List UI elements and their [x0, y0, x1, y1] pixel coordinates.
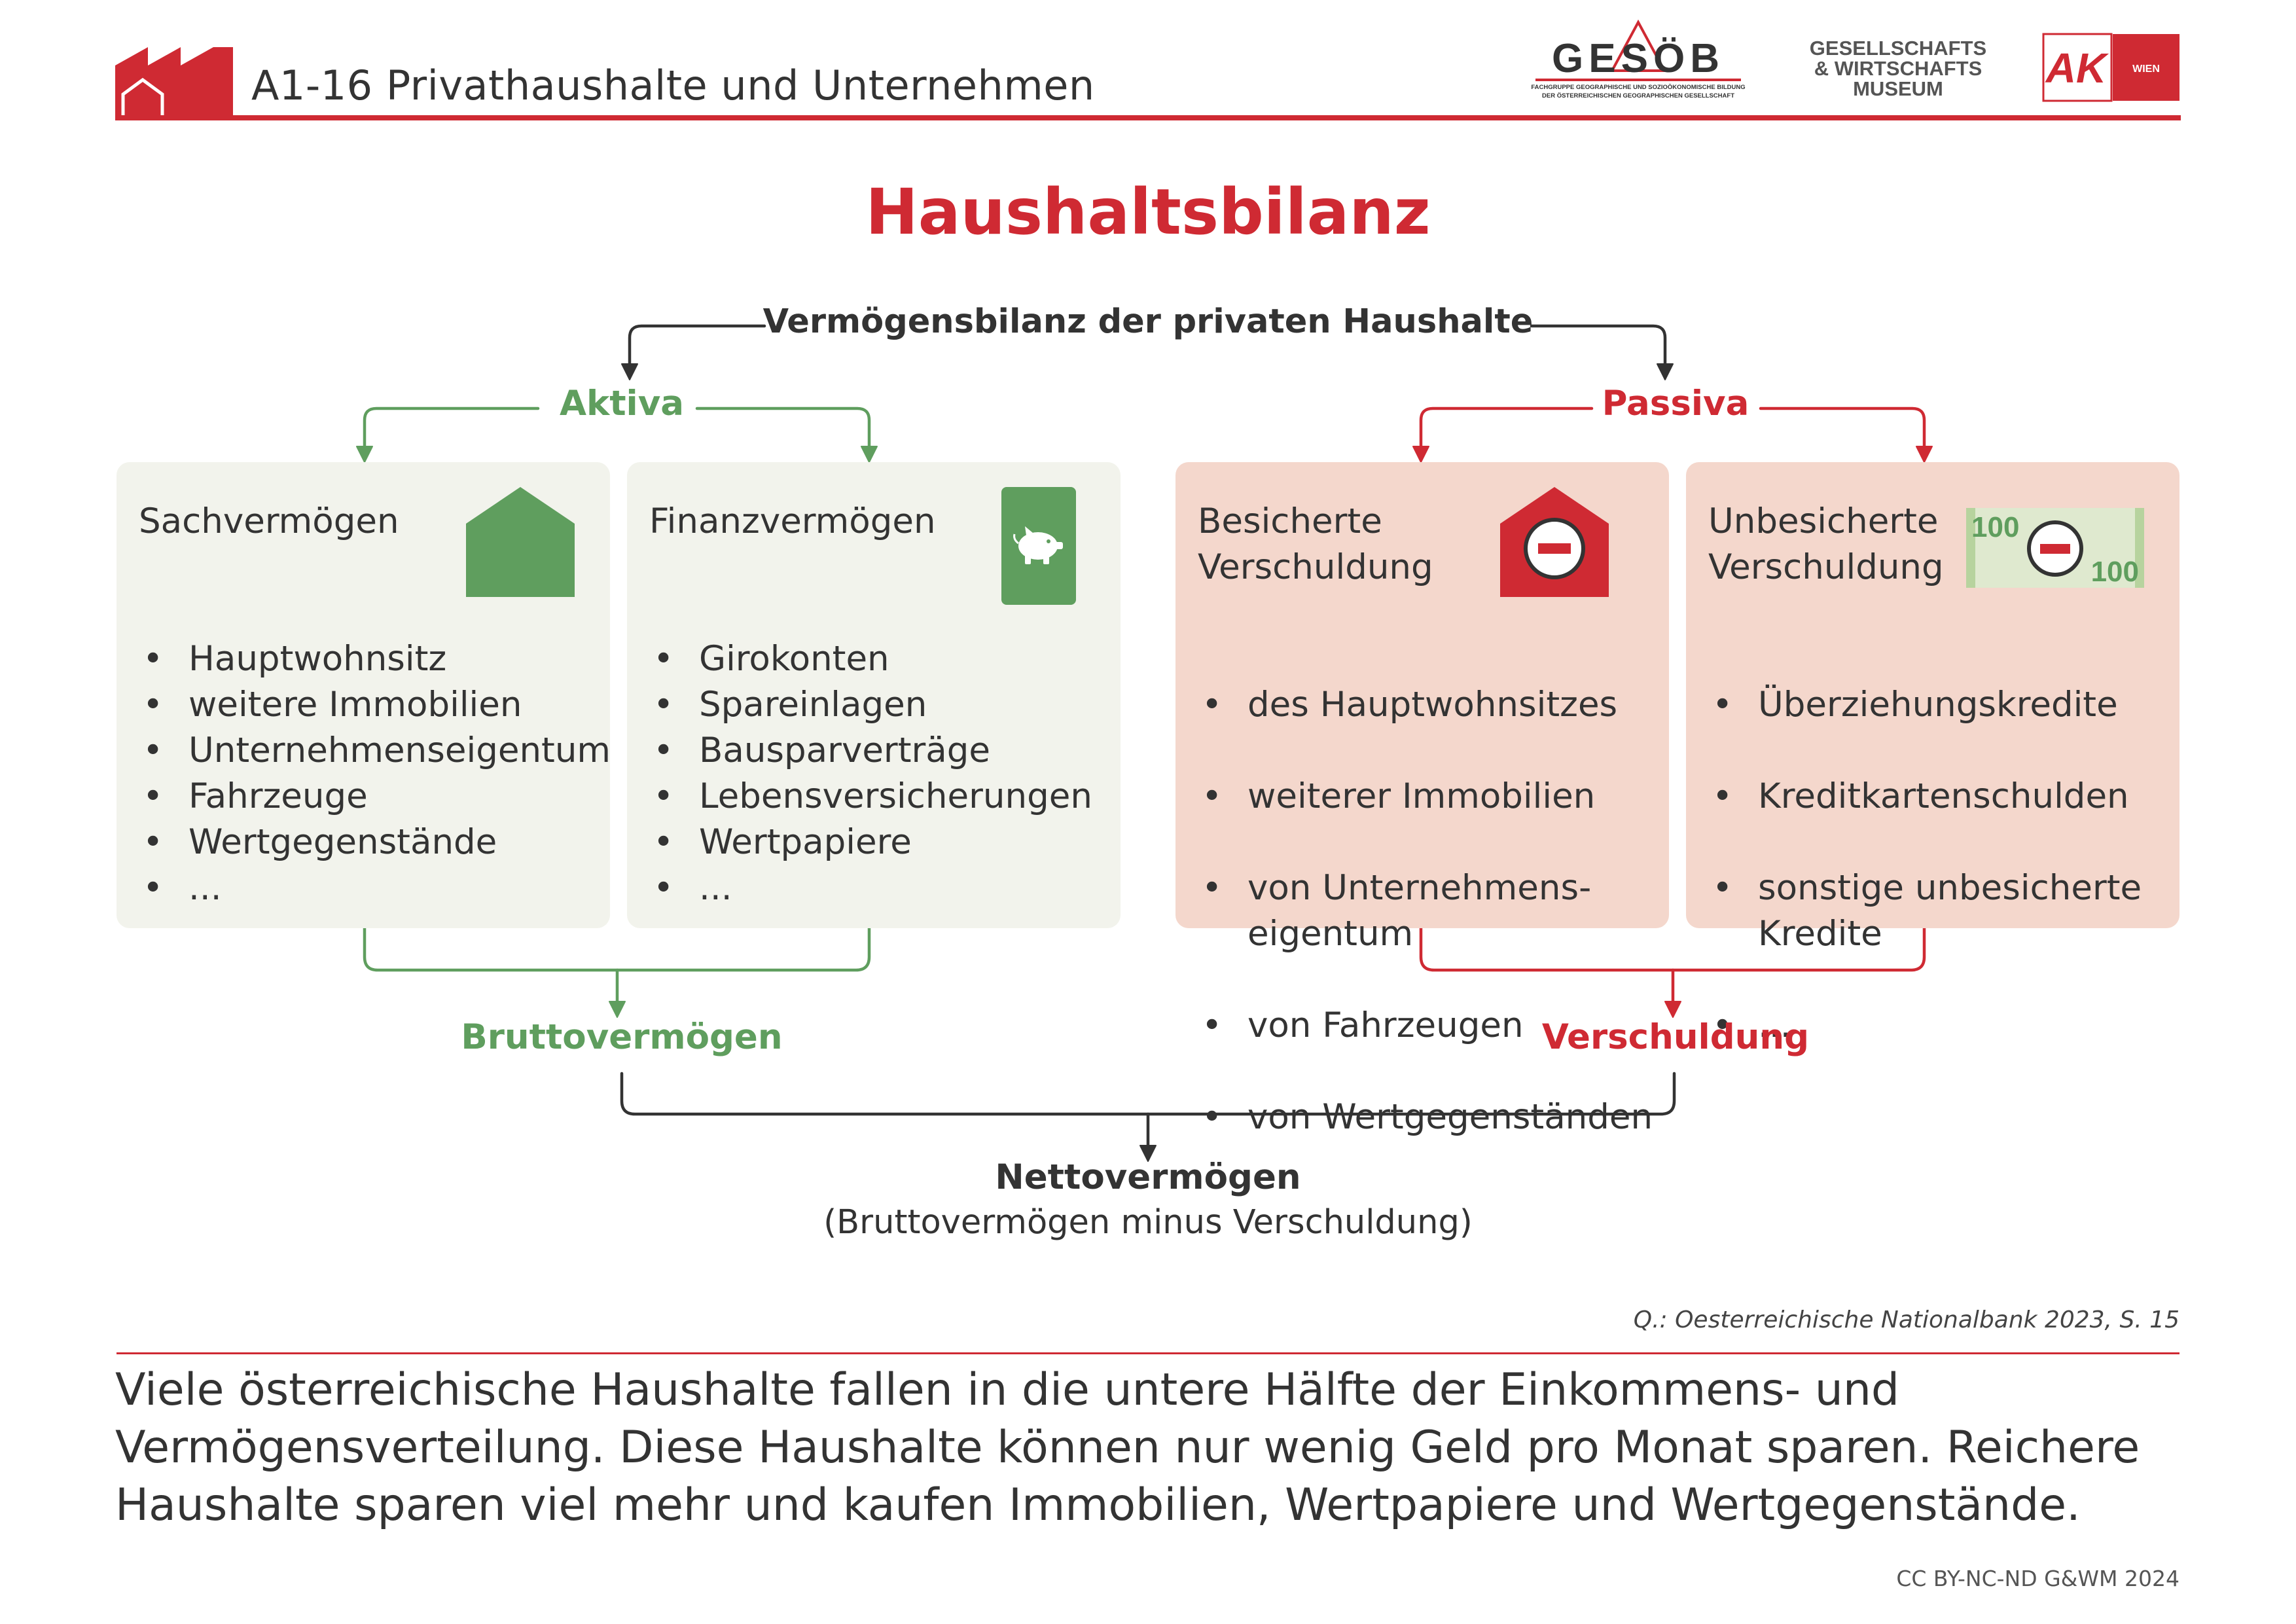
list-item: sonstige unbesicherte Kredite: [1708, 865, 2142, 957]
list-item: Spareinlagen: [649, 682, 1092, 728]
passiva-label: Passiva: [1602, 384, 1749, 424]
verschuldung-label: Verschuldung: [1541, 1017, 1810, 1057]
ak-logo-wien: WIEN: [2132, 63, 2160, 75]
arrowhead-netto: [1139, 1145, 1157, 1162]
footer-rule: [117, 1352, 2179, 1354]
connector-aktiva-right: [695, 406, 871, 454]
gesoeb-logo: GESÖB FACHGRUPPE GEOGRAPHISCHE UND SOZIO…: [1531, 20, 1746, 99]
gwm-logo-line-1: GESELLSCHAFTS: [1809, 37, 1987, 60]
arrowhead-brutto: [609, 1001, 626, 1018]
connector-top-right: [1530, 324, 1667, 372]
list-item: Lebensversicherungen: [649, 774, 1092, 820]
list-item: Bausparverträge: [649, 728, 1092, 774]
arrowhead-top-right: [1657, 363, 1674, 380]
connector-aktiva-left: [363, 406, 540, 454]
card-title: Finanzvermögen: [649, 501, 936, 541]
piggy-bank-icon: [1001, 487, 1076, 605]
arrowhead-aktiva-left: [356, 446, 373, 463]
card-besicherte-verschuldung: Besicherte Verschuldung des Hauptwohnsit…: [1175, 462, 1669, 1140]
list-item: Hauptwohnsitz: [139, 636, 611, 682]
house-minus-icon: [1500, 487, 1609, 597]
list-item: des Hauptwohnsitzes: [1198, 682, 1653, 728]
card-unbesicherte-verschuldung: Unbesicherte Verschuldung 100 100 Überzi…: [1686, 462, 2179, 1049]
arrowhead-aktiva-right: [861, 446, 878, 463]
source-citation: Q.: Oesterreichische Nationalbank 2023, …: [1633, 1307, 2179, 1333]
arrowhead-verschuldung: [1664, 1001, 1681, 1018]
card-list: Hauptwohnsitz weitere Immobilien Unterne…: [139, 636, 611, 911]
gwm-logo: GESELLSCHAFTS & WIRTSCHAFTS MUSEUM: [1793, 38, 2003, 99]
factory-icon: [115, 47, 233, 120]
card-finanzvermoegen: Finanzvermögen Girokonten Spareinlagen B…: [627, 462, 1121, 928]
gesoeb-logo-text: GESÖB: [1552, 36, 1725, 81]
card-title: Sachvermögen: [139, 501, 399, 541]
gesoeb-logo-subtitle-2: DER ÖSTERREICHISCHEN GEOGRAPHISCHEN GESE…: [1542, 92, 1734, 99]
card-title: Unbesicherte Verschuldung: [1708, 501, 1944, 587]
list-item: von Wertgegenständen: [1198, 1094, 1653, 1140]
card-list: Überziehungskredite Kreditkartenschulden…: [1708, 636, 2142, 1094]
ak-logo-text: AK: [2045, 45, 2109, 92]
page-title: Haushaltsbilanz: [865, 175, 1431, 249]
list-item: Wertgegenstände: [139, 820, 611, 865]
list-item: ...: [139, 865, 611, 911]
card-list: Girokonten Spareinlagen Bausparverträge …: [649, 636, 1092, 911]
nettovermoegen-formula: (Bruttovermögen minus Verschuldung): [823, 1203, 1473, 1242]
gwm-logo-line-3: MUSEUM: [1853, 77, 1943, 100]
arrowhead-passiva-right: [1916, 446, 1933, 463]
list-item: Fahrzeuge: [139, 774, 611, 820]
gwm-logo-line-2: & WIRTSCHAFTS: [1814, 57, 1982, 80]
ak-logo: AK WIEN: [2042, 33, 2179, 102]
card-list: des Hauptwohnsitzes weiterer Immobilien …: [1198, 636, 1653, 1186]
summary-text: Viele österreichische Haushalte fallen i…: [115, 1364, 2140, 1531]
house-icon: [466, 487, 575, 597]
connector-passiva-left: [1419, 406, 1594, 454]
arrowhead-top-left: [621, 363, 638, 380]
aktiva-label: Aktiva: [559, 384, 685, 424]
list-item: Überziehungskredite: [1708, 682, 2142, 728]
list-item: Kreditkartenschulden: [1708, 774, 2142, 820]
list-item: Girokonten: [649, 636, 1092, 682]
license-text: CC BY-NC-ND G&WM 2024: [1896, 1566, 2179, 1591]
card-title: Besicherte Verschuldung: [1198, 501, 1433, 587]
bracket-brutto: [363, 926, 871, 972]
banknote-value-top: 100: [1971, 511, 2019, 543]
card-sachvermoegen: Sachvermögen Hauptwohnsitz weitere Immob…: [117, 462, 611, 928]
vermoegensbilanz-label: Vermögensbilanz der privaten Haushalte: [762, 302, 1534, 341]
list-item: ...: [649, 865, 1092, 911]
list-item: weiterer Immobilien: [1198, 774, 1653, 820]
connector-passiva-right: [1759, 406, 1926, 454]
list-item: von Unternehmens- eigentum: [1198, 865, 1653, 957]
list-item: weitere Immobilien: [139, 682, 611, 728]
nettovermoegen-label: Nettovermögen: [995, 1157, 1301, 1197]
banknote-value-bottom: 100: [2091, 556, 2139, 588]
gesoeb-logo-subtitle-1: FACHGRUPPE GEOGRAPHISCHE UND SOZIOÖKONOM…: [1531, 84, 1745, 91]
list-item: Wertpapiere: [649, 820, 1092, 865]
connector-top-left: [628, 324, 766, 372]
list-item: Unternehmenseigentum: [139, 728, 611, 774]
arrowhead-passiva-left: [1412, 446, 1429, 463]
header-rule: [115, 115, 2181, 120]
list-item: von Fahrzeugen: [1198, 1003, 1653, 1049]
list-item: ...: [1708, 1003, 2142, 1049]
header-title: A1-16 Privathaushalte und Unternehmen: [251, 62, 1095, 109]
banknote-minus-icon: 100 100: [1966, 508, 2144, 588]
bruttovermoegen-label: Bruttovermögen: [461, 1017, 783, 1057]
